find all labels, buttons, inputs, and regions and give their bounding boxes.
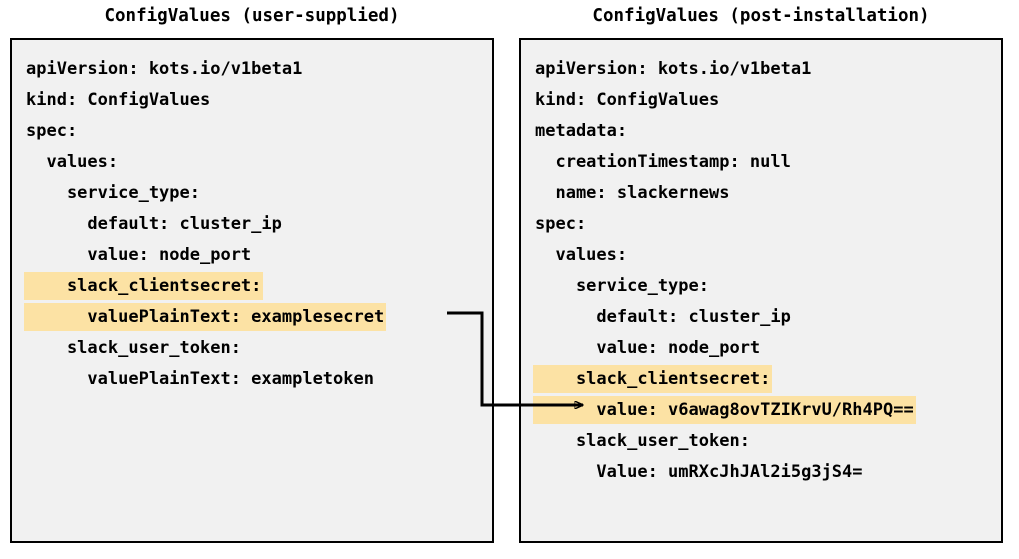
yaml-line-text: default: cluster_ip (26, 214, 282, 234)
yaml-line: slack_clientsecret: (12, 271, 492, 302)
yaml-line-text: values: (535, 245, 628, 265)
yaml-line-text: value: v6awag8ovTZIKrvU/Rh4PQ== (535, 398, 914, 422)
yaml-line: creationTimestamp: null (521, 147, 1001, 178)
yaml-line-text: value: node_port (26, 245, 252, 265)
yaml-line-text: default: cluster_ip (535, 307, 791, 327)
yaml-line: apiVersion: kots.io/v1beta1 (12, 54, 492, 85)
yaml-line-text: Value: umRXcJhJAl2i5g3jS4= (535, 462, 863, 482)
yaml-line: slack_user_token: (521, 426, 1001, 457)
yaml-line-text: service_type: (535, 276, 709, 296)
yaml-line: default: cluster_ip (521, 302, 1001, 333)
yaml-line-text: service_type: (26, 183, 200, 203)
yaml-line: service_type: (12, 178, 492, 209)
yaml-line-text: spec: (26, 121, 78, 141)
left-yaml-box: apiVersion: kots.io/v1beta1 kind: ConfigV… (10, 38, 494, 543)
yaml-line: Value: umRXcJhJAl2i5g3jS4= (521, 457, 1001, 488)
left-yaml-content: apiVersion: kots.io/v1beta1 kind: ConfigV… (12, 40, 492, 395)
right-yaml-box: apiVersion: kots.io/v1beta1 kind: ConfigV… (519, 38, 1003, 543)
yaml-line: metadata: (521, 116, 1001, 147)
yaml-line-text: metadata: (535, 121, 628, 141)
yaml-line: default: cluster_ip (12, 209, 492, 240)
yaml-line: valuePlainText: examplesecret (12, 302, 492, 333)
yaml-line: apiVersion: kots.io/v1beta1 (521, 54, 1001, 85)
yaml-line: value: node_port (521, 333, 1001, 364)
yaml-line-text: name: slackernews (535, 183, 730, 203)
yaml-line-text: spec: (535, 214, 587, 234)
yaml-line: value: v6awag8ovTZIKrvU/Rh4PQ== (521, 395, 1001, 426)
yaml-line: values: (521, 240, 1001, 271)
yaml-line-text: value: node_port (535, 338, 761, 358)
yaml-line-text: apiVersion: kots.io/v1beta1 (26, 59, 303, 79)
yaml-line-text: slack_clientsecret: (535, 367, 771, 391)
yaml-line-text: valuePlainText: examplesecret (26, 305, 385, 329)
yaml-line-text: kind: ConfigValues (535, 90, 720, 110)
yaml-line-text: creationTimestamp: null (535, 152, 791, 172)
right-panel-title: ConfigValues (post-installation) (592, 6, 930, 26)
yaml-line-text: valuePlainText: exampletoken (26, 369, 374, 389)
yaml-line: values: (12, 147, 492, 178)
yaml-line-text: apiVersion: kots.io/v1beta1 (535, 59, 812, 79)
yaml-line: service_type: (521, 271, 1001, 302)
yaml-line: name: slackernews (521, 178, 1001, 209)
yaml-line-text: values: (26, 152, 119, 172)
yaml-line: slack_clientsecret: (521, 364, 1001, 395)
yaml-line-text: slack_user_token: (535, 431, 750, 451)
yaml-line: spec: (521, 209, 1001, 240)
yaml-line-text: slack_clientsecret: (26, 274, 262, 298)
right-yaml-content: apiVersion: kots.io/v1beta1 kind: ConfigV… (521, 40, 1001, 488)
yaml-line: value: node_port (12, 240, 492, 271)
yaml-line-text: slack_user_token: (26, 338, 241, 358)
yaml-line: spec: (12, 116, 492, 147)
yaml-line: valuePlainText: exampletoken (12, 364, 492, 395)
yaml-line-text: kind: ConfigValues (26, 90, 211, 110)
left-panel-title: ConfigValues (user-supplied) (104, 6, 400, 26)
yaml-line: slack_user_token: (12, 333, 492, 364)
yaml-line: kind: ConfigValues (12, 85, 492, 116)
yaml-line: kind: ConfigValues (521, 85, 1001, 116)
